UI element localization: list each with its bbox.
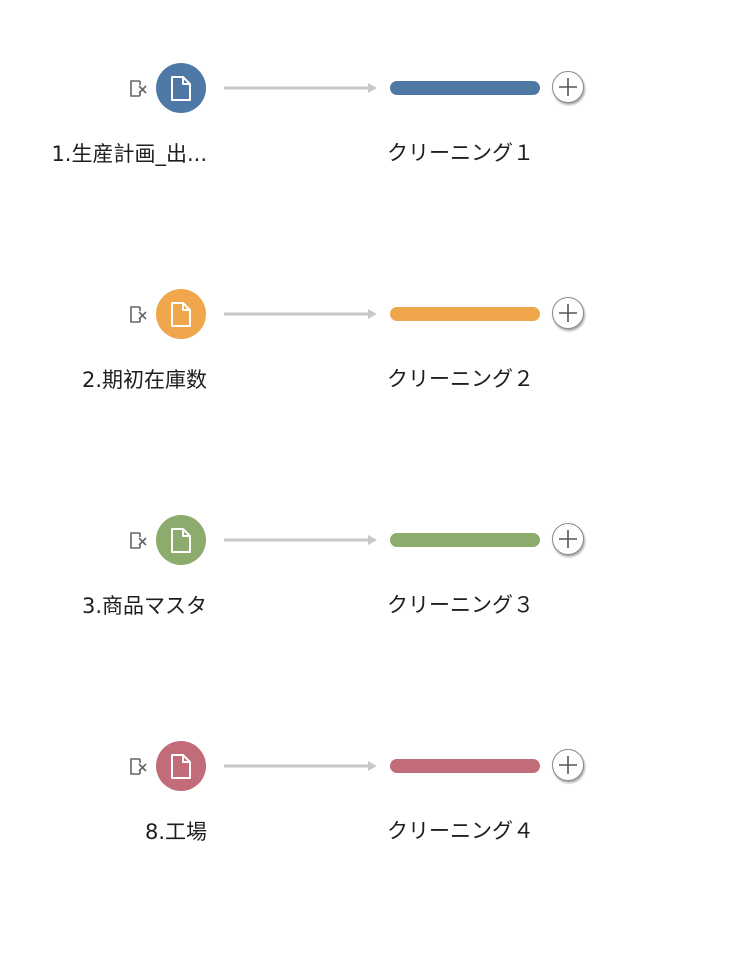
file-icon (171, 528, 191, 553)
exclude-icon[interactable] (128, 529, 150, 551)
input-node[interactable] (156, 289, 206, 339)
flow-row: 8.工場 クリーニング４ (0, 740, 748, 880)
add-step-button[interactable] (552, 71, 584, 103)
flow-row: 3.商品マスタ クリーニング３ (0, 514, 748, 654)
input-label: 1.生産計画_出... (51, 142, 207, 166)
exclude-icon[interactable] (128, 77, 150, 99)
clean-step-node[interactable] (390, 307, 540, 321)
clean-step-node[interactable] (390, 81, 540, 95)
input-node[interactable] (156, 63, 206, 113)
plus-icon (559, 78, 577, 96)
clean-step-node[interactable] (390, 759, 540, 773)
plus-icon (559, 756, 577, 774)
flow-connector[interactable] (224, 760, 380, 772)
input-label: 2.期初在庫数 (81, 368, 207, 392)
exclude-icon[interactable] (128, 303, 150, 325)
file-icon (171, 76, 191, 101)
flow-connector[interactable] (224, 534, 380, 546)
flow-row: 2.期初在庫数 クリーニング２ (0, 288, 748, 428)
step-label: クリーニング２ (387, 367, 534, 391)
input-node[interactable] (156, 515, 206, 565)
step-label: クリーニング４ (387, 819, 534, 843)
flow-connector[interactable] (224, 308, 380, 320)
file-icon (171, 302, 191, 327)
exclude-icon[interactable] (128, 755, 150, 777)
input-node[interactable] (156, 741, 206, 791)
add-step-button[interactable] (552, 297, 584, 329)
clean-step-node[interactable] (390, 533, 540, 547)
file-icon (171, 754, 191, 779)
input-label: 8.工場 (144, 820, 207, 844)
add-step-button[interactable] (552, 749, 584, 781)
plus-icon (559, 530, 577, 548)
flow-row: 1.生産計画_出... クリーニング１ (0, 62, 748, 202)
add-step-button[interactable] (552, 523, 584, 555)
plus-icon (559, 304, 577, 322)
input-label: 3.商品マスタ (81, 594, 207, 618)
step-label: クリーニング３ (387, 593, 534, 617)
step-label: クリーニング１ (387, 141, 534, 165)
flow-connector[interactable] (224, 82, 380, 94)
